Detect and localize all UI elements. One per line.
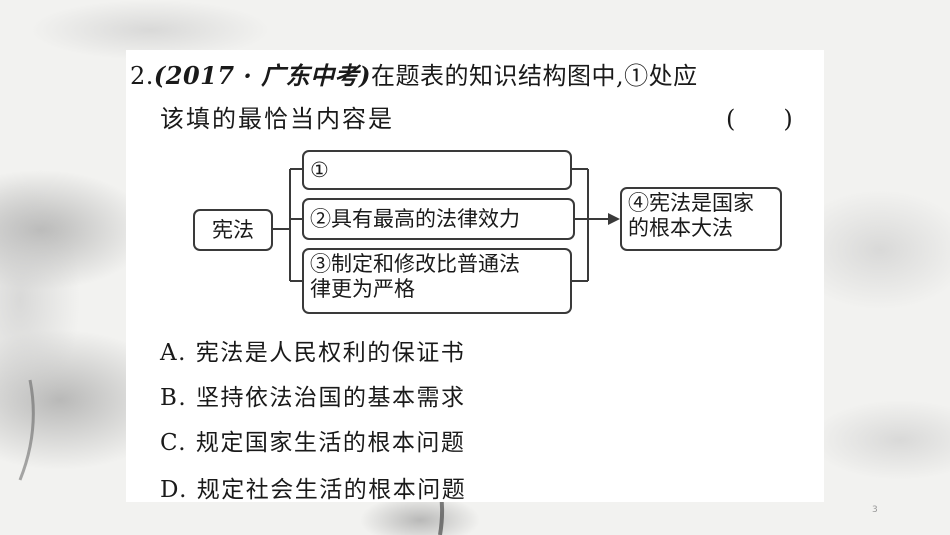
diagram-root-box: 宪法 [193, 209, 273, 251]
option-d[interactable]: D. 规定社会生活的根本问题 [160, 477, 467, 503]
question-line-1: 2.(2017 · 广东中考)在题表的知识结构图中,①处应 [130, 56, 698, 91]
question-line-2: 该填的最恰当内容是 [160, 105, 394, 133]
diagram-result-line-1: ④宪法是国家 [628, 191, 754, 215]
diagram-result-box: ④宪法是国家 的根本大法 [620, 187, 782, 251]
question-source: (2017 · 广东中考) [153, 61, 371, 90]
question-text-1: 在题表的知识结构图中,①处应 [370, 62, 698, 90]
diagram-item-3-line-2: 律更为严格 [310, 277, 415, 301]
diagram-item-2: ②具有最高的法律效力 [302, 198, 575, 240]
arrow-head-icon [608, 213, 620, 225]
option-b[interactable]: B. 坚持依法治国的基本需求 [160, 385, 466, 411]
answer-parentheses: ( ) [726, 105, 793, 133]
option-a[interactable]: A. 宪法是人民权利的保证书 [160, 340, 466, 366]
diagram-item-3-line-1: ③制定和修改比普通法 [310, 252, 520, 276]
option-c[interactable]: C. 规定国家生活的根本问题 [160, 430, 466, 456]
diagram-item-3: ③制定和修改比普通法 律更为严格 [302, 248, 572, 314]
question-number: 2. [130, 62, 154, 90]
diagram-item-1: ① [302, 150, 572, 190]
diagram-result-line-2: 的根本大法 [628, 216, 733, 240]
page-number: 3 [872, 505, 878, 515]
